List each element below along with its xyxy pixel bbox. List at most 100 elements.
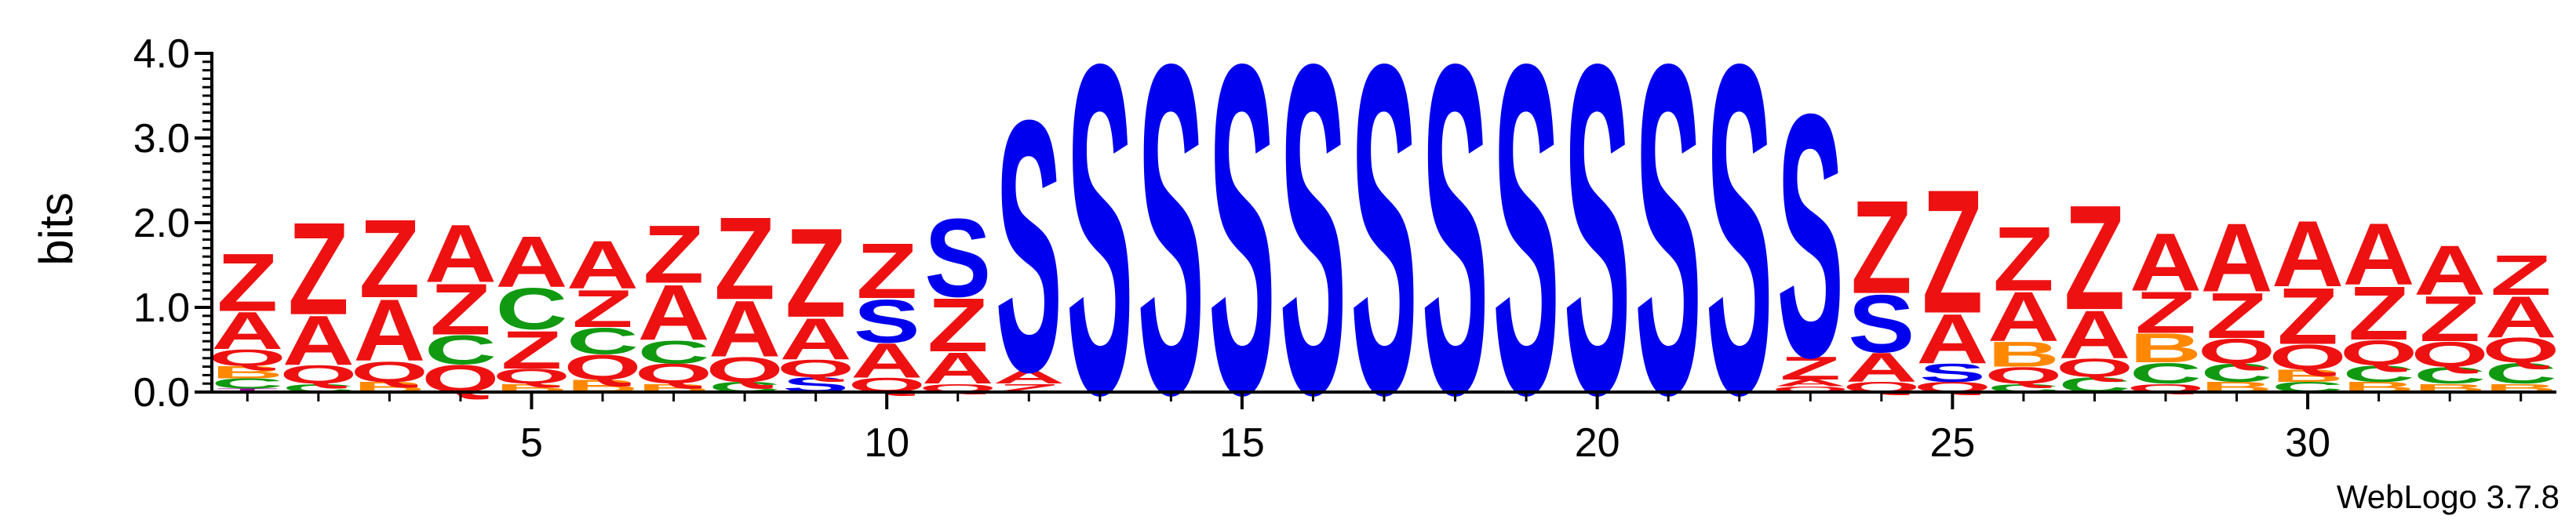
logo-letter-s: S	[924, 195, 991, 320]
logo-letter-s: S	[1564, 0, 1630, 492]
logo-letter-z: Z	[359, 196, 420, 321]
logo-letter-a: A	[2058, 297, 2130, 373]
logo-letter-z: Z	[927, 282, 989, 368]
logo-letter-z: Z	[501, 319, 563, 380]
logo-letter-s: S	[854, 287, 920, 355]
logo-letter-z: Z	[2135, 280, 2196, 346]
logo-letter-c: C	[424, 327, 497, 373]
logo-letter-q: Q	[2482, 331, 2560, 370]
x-tick-label: 10	[864, 420, 909, 466]
y-axis-ticks: 0.01.02.03.04.0	[133, 31, 212, 416]
logo-letter-z: Z	[288, 194, 349, 342]
logo-letter-a: A	[211, 301, 283, 361]
logo-letter-z: Z	[2064, 174, 2126, 341]
logo-letter-a: A	[780, 306, 852, 372]
logo-column: S	[1138, 0, 1204, 492]
logo-letter-q: Q	[2198, 332, 2275, 371]
logo-letter-a: A	[424, 207, 497, 300]
logo-letter-a: A	[282, 302, 355, 380]
logo-letter-b: B	[2272, 366, 2344, 386]
logo-letter-a: A	[2485, 284, 2557, 350]
logo-column: ZAS	[993, 46, 1065, 447]
logo-letter-z: Z	[714, 193, 775, 324]
logo-letter-a: A	[2201, 203, 2273, 312]
logo-letter-s: S	[1280, 0, 1346, 492]
logo-letter-q: Q	[2056, 354, 2133, 383]
logo-column: S	[1493, 0, 1560, 492]
logo-letter-c: C	[2485, 357, 2557, 390]
logo-letter-z: Z	[2277, 272, 2338, 361]
logo-letter-a: A	[1774, 378, 1846, 388]
x-tick-label: 25	[1929, 420, 1975, 466]
logo-letter-z: Z	[217, 236, 278, 329]
logo-letter-a: A	[2272, 202, 2344, 307]
x-tick-label: 30	[2285, 420, 2330, 466]
logo-letter-a: A	[709, 285, 781, 374]
x-tick-label: 15	[1219, 420, 1265, 466]
x-tick-label: 20	[1575, 420, 1620, 466]
logo-letter-t: T	[217, 388, 278, 394]
logo-letter-z: Z	[2490, 243, 2552, 307]
logo-letter-a: A	[1845, 345, 1918, 391]
logo-letter-stacks: TCBQAZCQAZBQAZQCZABQZCABQCZABQCAZCQAZSQA…	[209, 0, 2560, 492]
logo-letter-z: Z	[643, 208, 705, 300]
logo-letter-s: S	[1208, 0, 1275, 492]
logo-letter-q: Q	[279, 360, 357, 389]
logo-letter-z: Z	[1922, 153, 1983, 350]
logo-letter-a: A	[851, 333, 923, 388]
logo-letter-a: A	[2343, 205, 2415, 303]
logo-column: S	[1564, 0, 1630, 492]
logo-letter-a: A	[2414, 231, 2486, 310]
logo-letter-z: Z	[1780, 350, 1841, 387]
logo-letter-s: S	[1706, 0, 1773, 492]
logo-axes: 0.01.02.03.04.0 5 10 15 20 25 30	[133, 31, 2556, 466]
logo-letter-a: A	[2130, 216, 2202, 308]
logo-letter-a: A	[993, 367, 1065, 388]
logo-letter-a: A	[922, 343, 994, 394]
logo-letter-s: S	[1422, 0, 1488, 492]
logo-column: S	[1422, 0, 1488, 492]
logo-letter-z: Z	[572, 279, 633, 339]
logo-letter-c: C	[567, 320, 639, 361]
logo-column: S	[1706, 0, 1773, 492]
logo-letter-c: C	[495, 277, 567, 343]
logo-letter-q: Q	[351, 355, 428, 388]
x-tick-label: 5	[520, 420, 543, 466]
logo-letter-s: S	[1351, 0, 1418, 492]
logo-letter-c: C	[211, 376, 283, 392]
logo-letter-s: S	[1635, 0, 1702, 492]
logo-letter-z: Z	[2348, 271, 2410, 356]
logo-letter-a: A	[353, 281, 425, 380]
logo-column: S	[1066, 0, 1133, 492]
logo-letter-b: B	[1988, 336, 2060, 375]
logo-letter-z: Z	[1851, 173, 1912, 321]
logo-letter-c: C	[638, 334, 710, 371]
logo-letter-q: Q	[493, 365, 570, 388]
logo-letter-c: C	[2414, 362, 2486, 389]
logo-column: S	[1280, 0, 1346, 492]
logo-letter-s: S	[1777, 42, 1844, 430]
logo-letter-c: C	[2130, 357, 2202, 390]
logo-letter-z: Z	[2206, 279, 2268, 351]
logo-letter-a: A	[495, 221, 567, 303]
logo-letter-s: S	[996, 46, 1062, 447]
logo-letter-c: C	[2201, 358, 2273, 387]
